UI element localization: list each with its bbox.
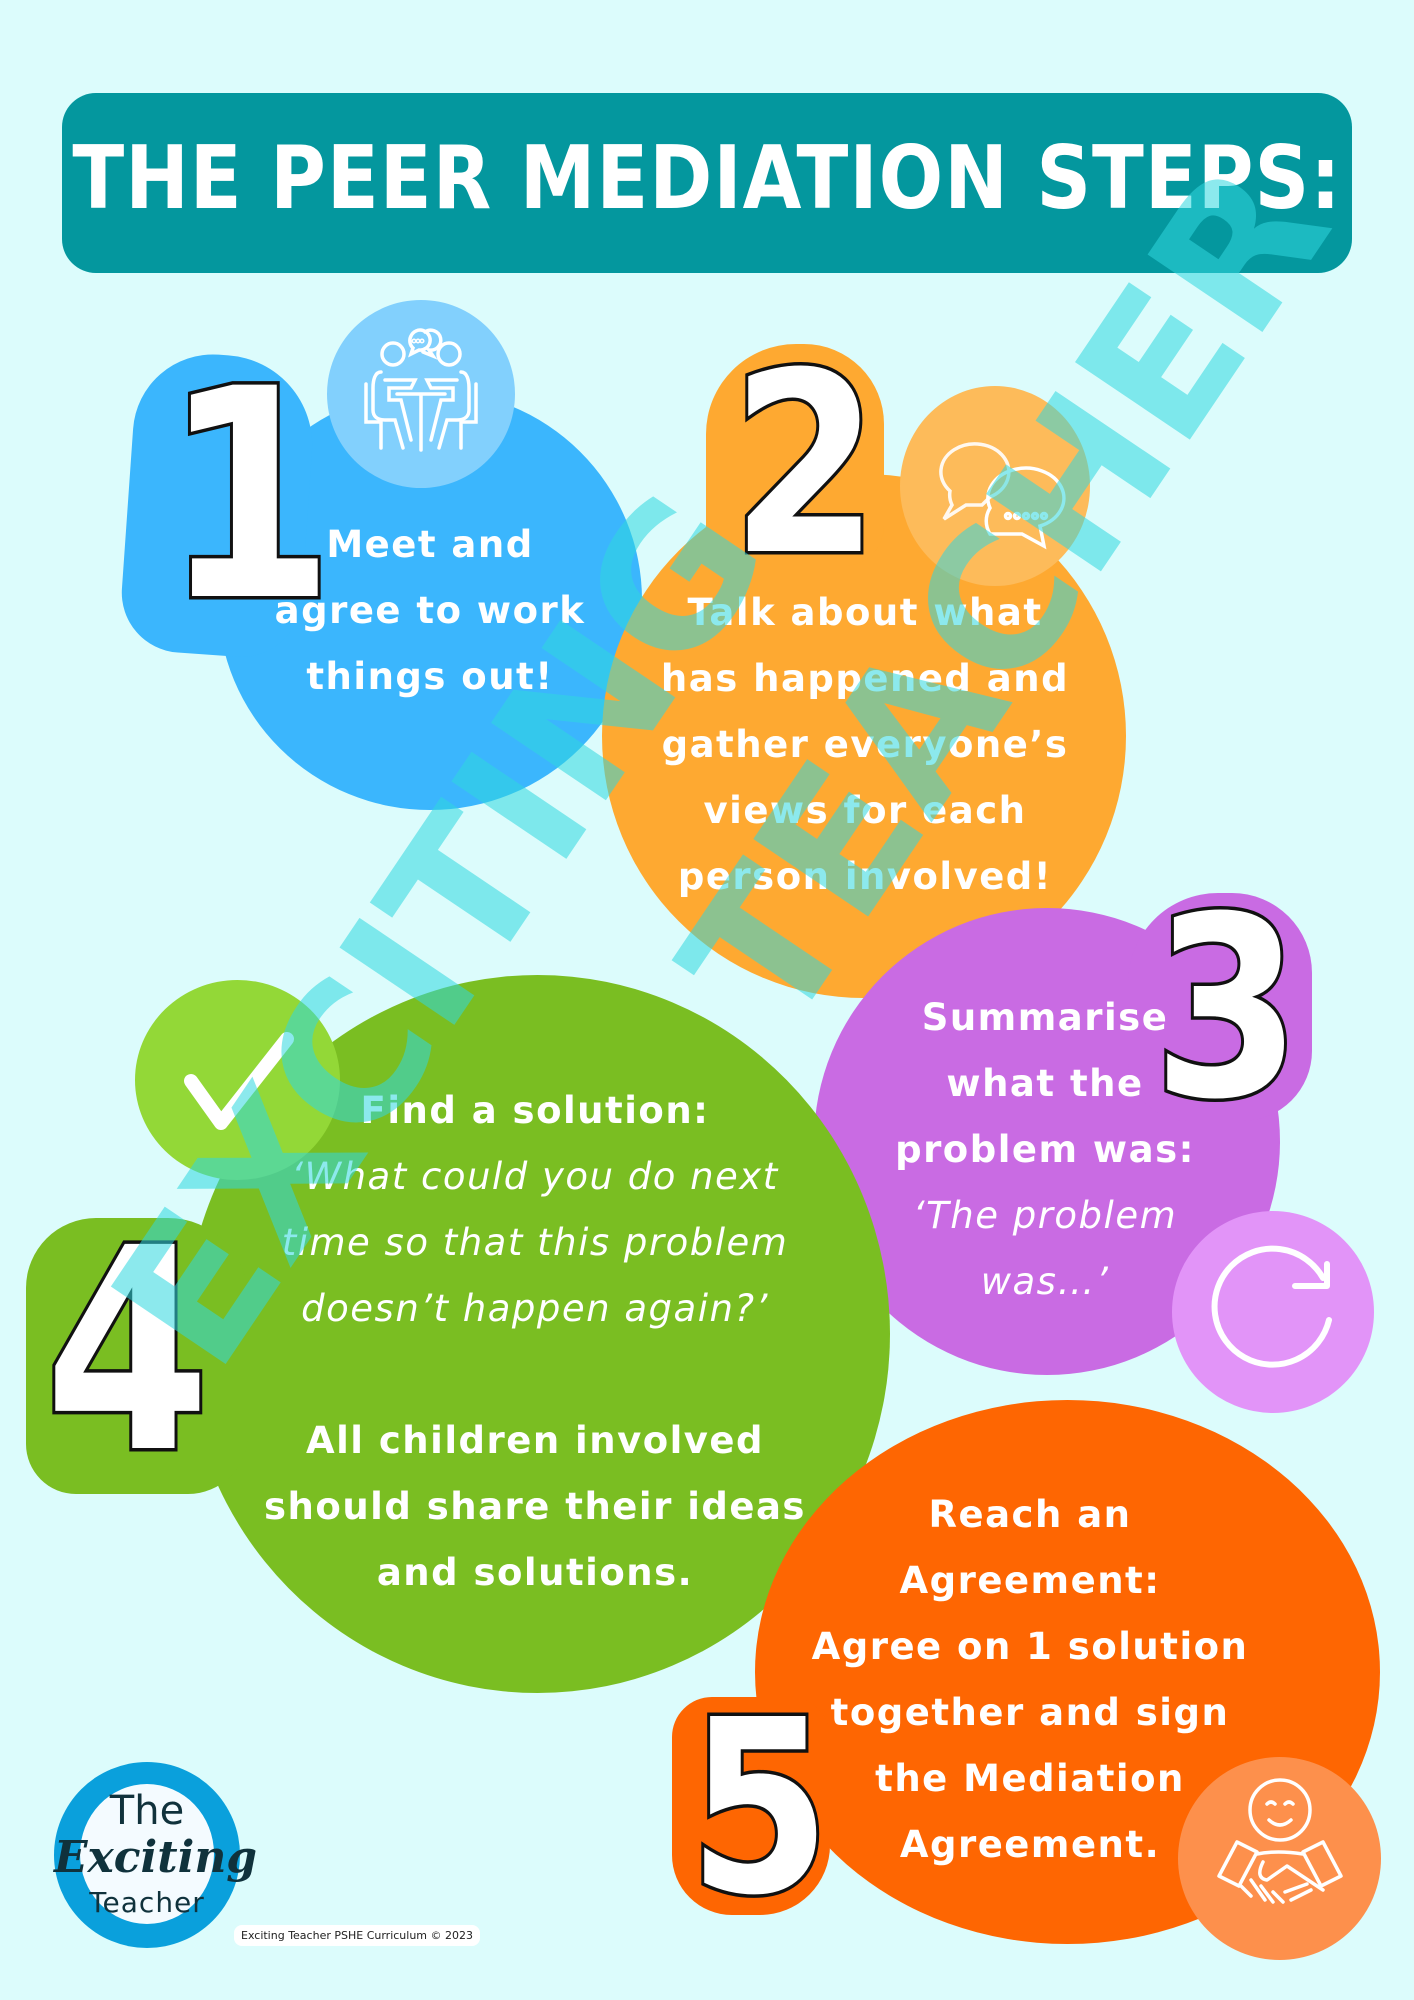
- refresh-icon: [1211, 1245, 1332, 1368]
- step-5-number-badge: [672, 1697, 830, 1915]
- step-4-number-badge: [26, 1218, 248, 1494]
- step-1-number: 1: [160, 328, 337, 665]
- step-3-number-badge: [1128, 893, 1312, 1121]
- step-1-icon-circle: [327, 300, 515, 488]
- copyright-footer: Exciting Teacher PSHE Curriculum © 2023: [234, 1925, 480, 1946]
- step-4-number: 4: [42, 1189, 214, 1515]
- step-3-number: 3: [1150, 863, 1304, 1154]
- logo-line-exciting: Exciting: [54, 1832, 258, 1883]
- step-4-text: Find a solution: ‘What could you do next…: [255, 1078, 815, 1606]
- step-3-icon-circle: [1172, 1211, 1374, 1413]
- page-title: THE PEER MEDIATION STEPS:: [72, 126, 1342, 229]
- step-5-text: Reach an Agreement: Agree on 1 solution …: [811, 1493, 1249, 1866]
- step-2-number-badge: [706, 344, 884, 566]
- step-1-text: Meet and agree to work things out!: [274, 523, 586, 698]
- checkmark-icon: [183, 1032, 294, 1130]
- step-2-text: Talk about what has happened and gather …: [660, 591, 1070, 898]
- meeting-table-icon: [364, 328, 478, 452]
- handshake-icon: [1216, 1777, 1343, 1904]
- logo-line-the: The: [109, 1788, 185, 1834]
- logo-scribble-bg: [80, 1784, 214, 1924]
- step-2-number: 2: [728, 319, 882, 610]
- title-banner: THE PEER MEDIATION STEPS:: [62, 93, 1352, 273]
- step-2-icon-circle: [900, 386, 1090, 586]
- spacer: [255, 1342, 815, 1408]
- step-5-number: 5: [686, 1668, 834, 1948]
- step-3-text: Summarise what the problem was: ‘The pro…: [895, 996, 1195, 1303]
- step-4-icon-circle: [135, 980, 340, 1180]
- exciting-teacher-logo: The Exciting Teacher: [54, 1762, 258, 1948]
- logo-line-teacher: Teacher: [89, 1886, 205, 1919]
- speech-bubbles-icon: [939, 442, 1066, 550]
- step-5-icon-circle: [1178, 1757, 1381, 1960]
